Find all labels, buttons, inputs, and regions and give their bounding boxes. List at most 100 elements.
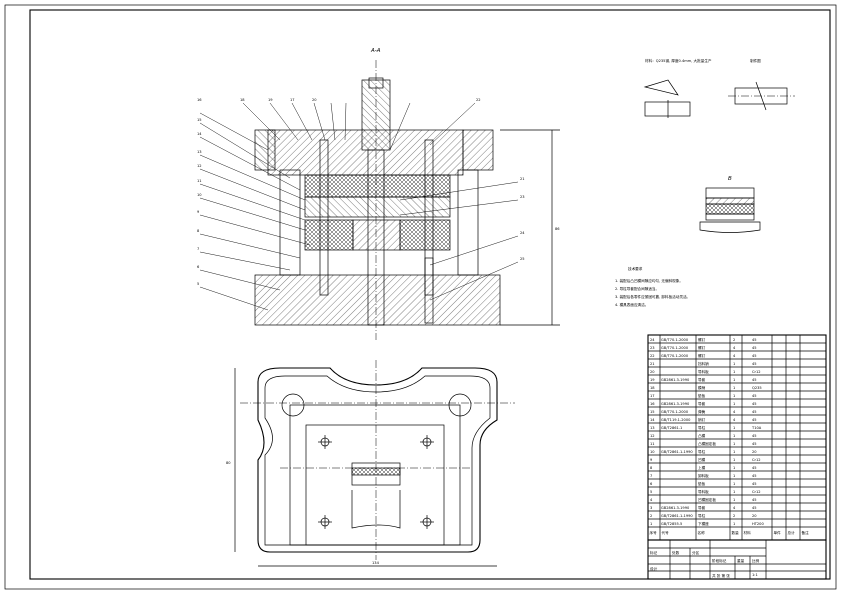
parts-row-no: 22: [650, 354, 655, 358]
svg-text:22: 22: [476, 98, 481, 102]
svg-text:分区: 分区: [692, 550, 700, 555]
parts-header-cell: 代号: [662, 530, 670, 535]
parts-row-qty: 1: [733, 466, 735, 470]
parts-row-no: 2: [650, 514, 652, 518]
svg-text:9: 9: [197, 210, 200, 214]
parts-row-code: GB/T70.1-2000: [661, 354, 689, 358]
parts-row-name: 挡料销: [698, 361, 709, 366]
parts-row-qty: 4: [733, 354, 736, 358]
parts-row-mat: 45: [752, 378, 757, 382]
dim-plan-height: 80: [226, 461, 231, 465]
parts-row-qty: 1: [733, 442, 735, 446]
parts-row-qty: 2: [733, 514, 735, 518]
parts-row-no: 17: [650, 394, 655, 398]
parts-row-mat: 45: [752, 498, 757, 502]
svg-text:15: 15: [197, 118, 202, 122]
svg-text:比例: 比例: [752, 558, 760, 563]
parts-row-qty: 1: [733, 498, 735, 502]
parts-row-qty: 1: [733, 386, 735, 390]
parts-header-cell: 备注: [802, 530, 810, 535]
parts-row-mat: 45: [752, 338, 757, 342]
parts-row-name: 导套: [698, 505, 706, 510]
right-leader-labels: 22 21 23 24 25: [399, 98, 525, 301]
parts-row-name: 导料板: [698, 369, 709, 374]
title-block: 标记 处数 分区 设计 阶段标记 重量 比例 1:1 共 张 第 张: [647, 539, 827, 580]
svg-text:4. 模具表面应清洁。: 4. 模具表面应清洁。: [615, 302, 648, 307]
parts-row-mat: T10A: [751, 426, 762, 430]
parts-row-mat: Cr12: [752, 458, 761, 462]
parts-row-mat: 45: [752, 442, 757, 446]
svg-text:1. 装配后凸凹模间隙应均匀, 无偏斜现象。: 1. 装配后凸凹模间隙应均匀, 无偏斜现象。: [615, 278, 683, 283]
parts-row-mat: Cr12: [752, 370, 761, 374]
parts-row-no: 19: [650, 378, 655, 382]
parts-row-mat: 20: [752, 514, 757, 518]
parts-row-code: GB/T2861.1-1990: [661, 450, 693, 454]
parts-row-name: 下模座: [698, 521, 709, 526]
parts-row-no: 23: [650, 346, 655, 350]
parts-row-code: GB2861.3-1990: [661, 506, 690, 510]
parts-row-name: 螺钉: [698, 353, 706, 358]
right-view-label: B: [728, 176, 732, 182]
parts-row-mat: 45: [752, 466, 757, 470]
parts-row-qty: 1: [733, 426, 735, 430]
parts-row-name: 导套: [698, 401, 706, 406]
parts-header-cell: 材料: [744, 530, 752, 535]
outer-border: [4, 4, 837, 590]
parts-row-code: GB/T2861.1-1990: [661, 514, 693, 518]
svg-text:16: 16: [197, 98, 202, 102]
svg-text:2. 导柱导套配合间隙适当。: 2. 导柱导套配合间隙适当。: [615, 286, 659, 291]
parts-header-cell: 序号: [650, 530, 658, 535]
parts-row-mat: 45: [752, 506, 757, 510]
parts-row-qty: 1: [733, 362, 735, 366]
part-label: 制件图: [750, 58, 761, 63]
inner-border: [29, 9, 831, 580]
parts-row-name: 上模: [698, 465, 706, 470]
svg-text:23: 23: [520, 195, 525, 199]
parts-row-no: 15: [650, 410, 655, 414]
parts-row-qty: 1: [733, 370, 735, 374]
svg-text:7: 7: [197, 247, 199, 251]
parts-row-mat: HT200: [752, 522, 764, 526]
svg-text:12: 12: [197, 164, 202, 168]
parts-row-no: 7: [650, 474, 652, 478]
top-leader-labels: 18 19 17 20: [240, 98, 411, 151]
parts-row-qty: 1: [733, 378, 735, 382]
parts-row-name: 螺钉: [698, 337, 706, 342]
parts-row-no: 5: [650, 490, 652, 494]
parts-row-code: GB/T70.1-2000: [661, 410, 689, 414]
parts-row-qty: 1: [733, 402, 735, 406]
left-leaders: [199, 112, 311, 311]
parts-row-mat: Q235: [752, 386, 762, 390]
parts-row-mat: 45: [752, 394, 757, 398]
parts-row-code: GB/T2861.1: [661, 426, 682, 430]
parts-row-no: 16: [650, 402, 655, 406]
svg-text:共 张 第 张: 共 张 第 张: [712, 573, 730, 578]
parts-row-name: 导套: [698, 377, 706, 382]
svg-text:13: 13: [197, 150, 202, 154]
parts-row-mat: 20: [752, 450, 757, 454]
svg-text:25: 25: [520, 257, 525, 261]
svg-text:重量: 重量: [737, 558, 745, 563]
parts-row-qty: 4: [733, 418, 736, 422]
parts-row-no: 4: [650, 498, 653, 502]
parts-row-mat: 45: [752, 434, 757, 438]
parts-row-no: 11: [650, 442, 655, 446]
parts-row-mat: 45: [752, 402, 757, 406]
parts-row-no: 10: [650, 450, 655, 454]
parts-row-name: 导柱: [698, 425, 706, 430]
parts-row-code: GB/T70.1-2000: [661, 338, 689, 342]
parts-row-no: 14: [650, 418, 655, 422]
parts-row-name: 螺钉: [698, 345, 706, 350]
parts-row-qty: 1: [733, 522, 735, 526]
parts-row-name: 垫板: [698, 481, 706, 486]
parts-row-name: 凸模固定板: [698, 441, 716, 446]
material-note: 材料：Q235钢, 厚度0.4mm, 大批量生产: [645, 58, 712, 63]
svg-text:14: 14: [197, 132, 202, 136]
parts-row-mat: 45: [752, 410, 757, 414]
svg-text:1:1: 1:1: [752, 573, 758, 577]
parts-row-qty: 1: [733, 490, 735, 494]
parts-row-mat: 45: [752, 346, 757, 350]
parts-row-qty: 1: [733, 434, 735, 438]
svg-text:10: 10: [197, 193, 202, 197]
